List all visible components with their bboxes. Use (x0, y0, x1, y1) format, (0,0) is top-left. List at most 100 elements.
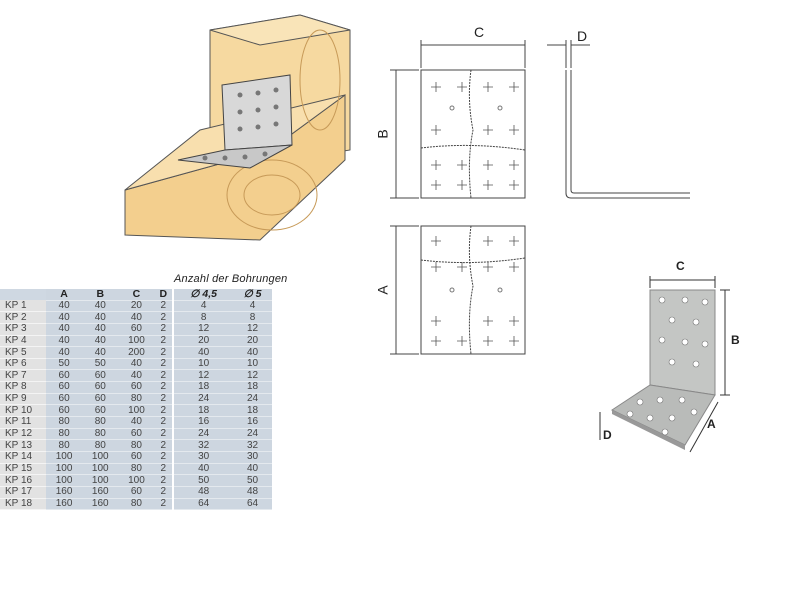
table-cell: 60 (82, 393, 119, 406)
table-cell: 60 (118, 323, 155, 336)
table-cell: 18 (172, 381, 234, 394)
table-cell: 160 (82, 486, 119, 499)
table-cell: 80 (46, 428, 83, 441)
row-label: KP 16 (0, 474, 46, 487)
table-cell: 2 (154, 335, 174, 348)
table-cell: 100 (46, 463, 83, 476)
table-cell: 48 (233, 486, 272, 499)
table-cell: 20 (233, 335, 272, 348)
header-cell: ∅ 5 (233, 289, 272, 301)
table-cell: 2 (154, 358, 174, 371)
table-cell: 100 (82, 474, 119, 487)
table-cell: 60 (82, 404, 119, 418)
row-label: KP 12 (0, 428, 46, 441)
table-cell: 100 (82, 463, 119, 476)
table-cell: 2 (154, 498, 174, 511)
table-cell: 2 (154, 300, 174, 313)
table-cell: 160 (46, 486, 83, 499)
row-label: KP 10 (0, 404, 46, 418)
row-label: KP 11 (0, 416, 46, 429)
table-cell: 60 (46, 393, 83, 406)
row-label: KP 7 (0, 369, 46, 383)
table-cell: 10 (233, 358, 272, 371)
table-cell: 40 (118, 311, 155, 324)
table-cell: 32 (172, 439, 234, 452)
row-label: KP 13 (0, 439, 46, 452)
row-label: KP 1 (0, 300, 46, 313)
table-cell: 100 (46, 451, 83, 464)
table-cell: 2 (154, 369, 174, 383)
row-label: KP 3 (0, 323, 46, 336)
table-cell: 60 (46, 381, 83, 394)
table-cell: 16 (172, 416, 234, 429)
table-cell: 64 (172, 498, 234, 511)
table-cell: 2 (154, 451, 174, 464)
table-cell: 30 (172, 451, 234, 464)
table-cell: 2 (154, 311, 174, 324)
table-cell: 2 (154, 393, 174, 406)
table-cell: 2 (154, 463, 174, 476)
table-cell: 2 (154, 404, 174, 418)
photo-label-b: B (731, 333, 740, 347)
table-cell: 12 (172, 323, 234, 336)
table-cell: 40 (233, 346, 272, 359)
row-label: KP 14 (0, 451, 46, 464)
table-cell: 24 (233, 428, 272, 441)
table-cell: 2 (154, 439, 174, 452)
photo-label-c: C (676, 259, 685, 273)
table-cell: 40 (172, 463, 234, 476)
row-label: KP 15 (0, 463, 46, 476)
table-cell: 160 (46, 498, 83, 511)
table-cell: 40 (46, 335, 83, 348)
table-cell: 100 (118, 335, 155, 348)
table-cell: 2 (154, 323, 174, 336)
table-cell: 4 (172, 300, 234, 313)
table-cell: 60 (82, 369, 119, 383)
table-cell: 40 (82, 300, 119, 313)
table-cell: 80 (82, 439, 119, 452)
table-cell: 8 (172, 311, 234, 324)
table-cell: 40 (118, 369, 155, 383)
table-cell: 24 (172, 393, 234, 406)
table-cell: 40 (118, 416, 155, 429)
table-cell: 18 (233, 381, 272, 394)
table-cell: 60 (46, 369, 83, 383)
table-cell: 12 (172, 369, 234, 383)
header-cell: C (118, 289, 155, 301)
table-cell: 160 (82, 498, 119, 511)
table-cell: 50 (46, 358, 83, 371)
row-label: KP 6 (0, 358, 46, 371)
table-cell: 30 (233, 451, 272, 464)
dim-label-c: C (474, 24, 485, 40)
row-label: KP 9 (0, 393, 46, 406)
table-cell: 18 (233, 404, 272, 418)
table-cell: 100 (82, 451, 119, 464)
header-cell (0, 289, 46, 301)
table-cell: 100 (118, 474, 155, 487)
photo-label-d: D (603, 428, 612, 442)
table-cell: 100 (118, 404, 155, 418)
header-cell: D (154, 289, 174, 301)
table-cell: 80 (118, 393, 155, 406)
table-cell: 60 (118, 381, 155, 394)
table-cell: 4 (233, 300, 272, 313)
table-cell: 64 (233, 498, 272, 511)
table-cell: 10 (172, 358, 234, 371)
table-cell: 12 (233, 323, 272, 336)
table-cell: 2 (154, 428, 174, 441)
header-cell: ∅ 4,5 (172, 289, 234, 301)
table-cell: 2 (154, 416, 174, 429)
